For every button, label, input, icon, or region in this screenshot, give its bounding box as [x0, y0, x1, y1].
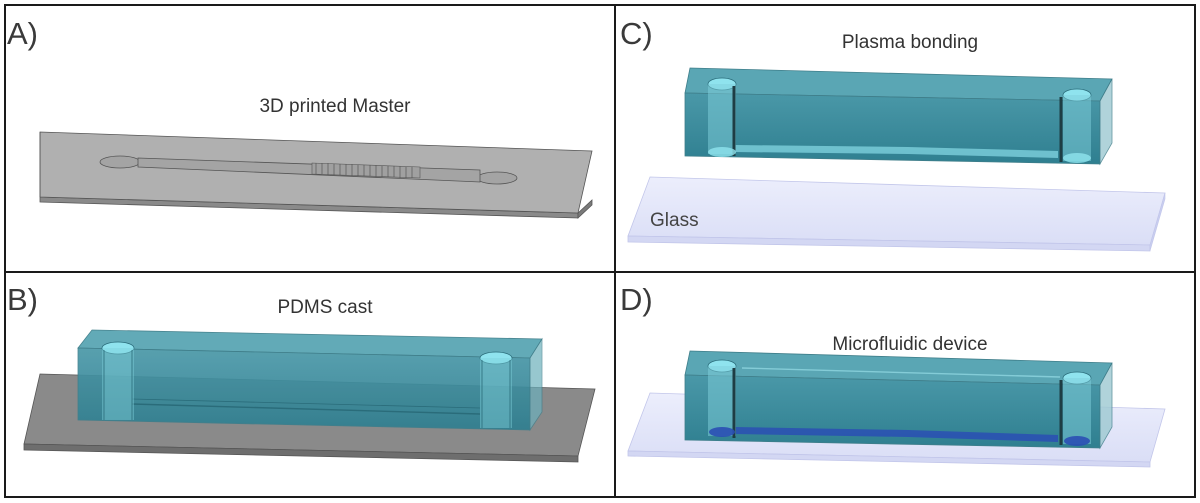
panel-b-caption: PDMS cast — [277, 297, 373, 318]
panel-c: C) Plasma bonding — [620, 16, 1166, 252]
panel-a: A) 3D printed Master — [7, 16, 593, 219]
master-mold — [39, 131, 593, 219]
panel-a-letter: A) — [7, 16, 38, 51]
bonded-pdms-block — [684, 350, 1113, 450]
panel-c-letter: C) — [620, 16, 653, 51]
glass-label: Glass — [650, 210, 699, 231]
panel-b: B) PDMS cast — [7, 282, 596, 463]
panel-b-letter: B) — [7, 282, 38, 317]
plasma-outlet-well — [1059, 88, 1092, 163]
panel-d-caption: Microfluidic device — [832, 334, 987, 355]
device-inlet-well — [707, 359, 737, 438]
plasma-inlet-well — [707, 77, 737, 157]
pdms-outlet-well — [479, 351, 513, 428]
panel-d-letter: D) — [620, 282, 653, 317]
panel-c-caption: Plasma bonding — [842, 32, 978, 53]
pdms-block-top — [684, 67, 1113, 166]
device-outlet-well — [1059, 371, 1092, 446]
panel-d: D) Microfluidic device — [620, 282, 1166, 468]
pdms-block — [77, 329, 543, 432]
glass-slide — [627, 176, 1166, 252]
master-channel-ridge — [99, 155, 518, 185]
pdms-inlet-well — [101, 341, 135, 420]
panel-a-caption: 3D printed Master — [259, 96, 411, 117]
figure-frame — [4, 4, 1196, 498]
